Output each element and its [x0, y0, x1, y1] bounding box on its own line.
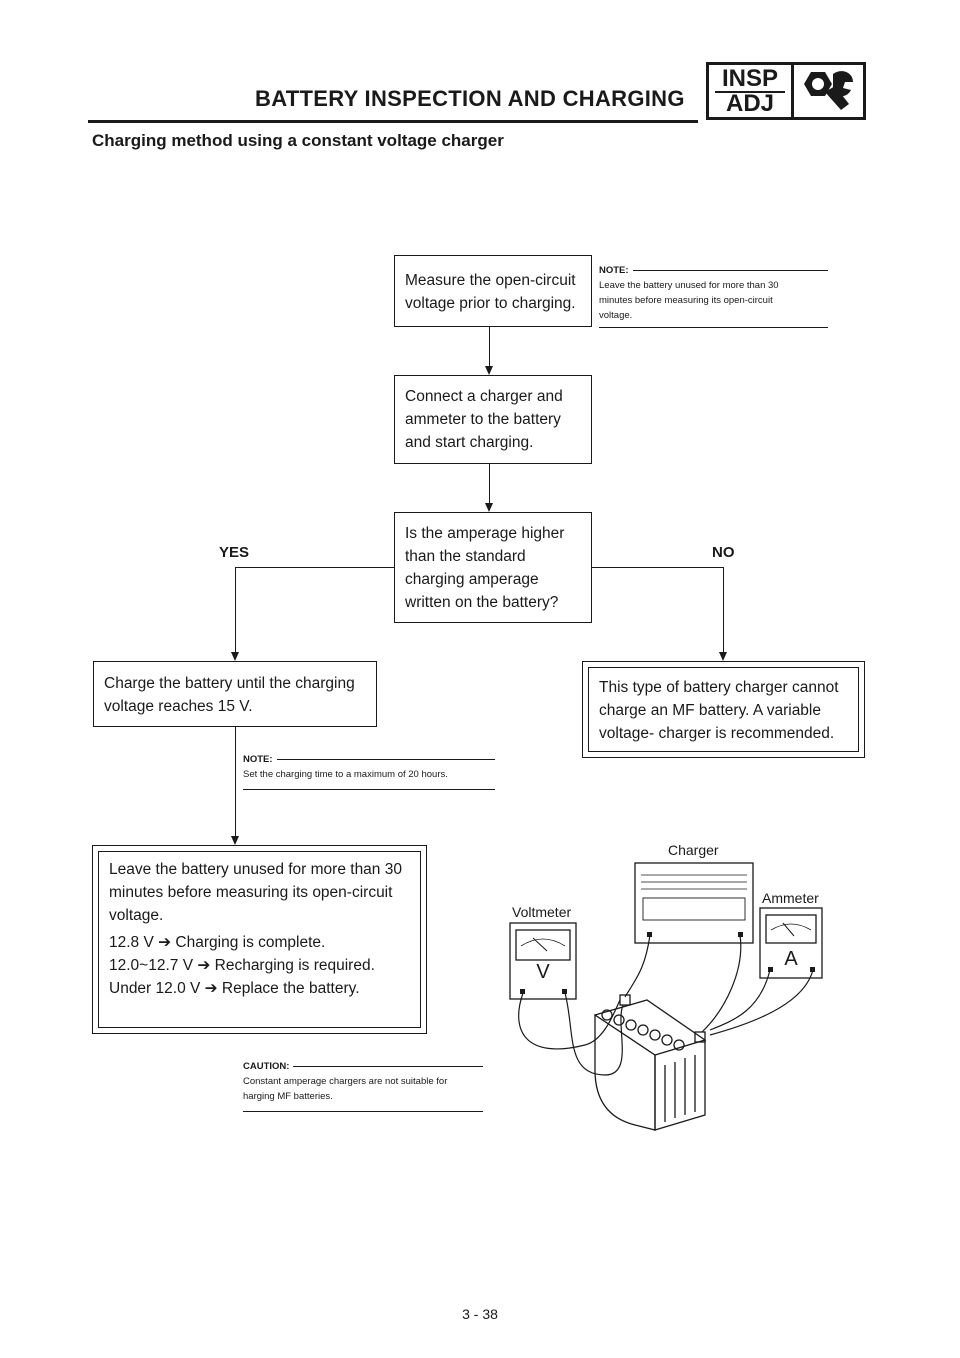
branch-line-yes — [235, 567, 236, 653]
connector-line — [489, 327, 490, 367]
note-bottom-rule — [599, 327, 828, 328]
voltmeter-symbol: V — [536, 961, 550, 983]
charger-label: Charger — [668, 842, 719, 858]
flow-step-line: and start charging. — [405, 434, 534, 451]
flow-step-final-check: Leave the battery unused for more than 3… — [92, 845, 427, 1034]
flow-step-line: Connect a charger and — [405, 388, 563, 405]
flow-step-line: charging amperage — [405, 571, 539, 588]
note-charging-time: NOTE: Set the charging time to a maximum… — [243, 752, 495, 792]
badge-adj: ADJ — [725, 90, 774, 117]
result-line: 12.8 V ➔ Charging is complete. — [109, 934, 326, 951]
page-number: 3 - 38 — [462, 1306, 498, 1322]
ammeter-icon — [759, 907, 823, 979]
section-badge: INSP ADJ — [706, 62, 866, 120]
caution-line: harging MF batteries. — [243, 1091, 333, 1102]
caution-top-rule — [243, 1066, 483, 1067]
arrow-down-icon — [485, 503, 493, 512]
branch-line-yes — [235, 567, 394, 568]
flow-step-line: ammeter to the battery — [405, 411, 561, 428]
note-line: minutes before measuring its open-circui… — [599, 295, 773, 306]
note-bottom-rule — [243, 789, 495, 790]
box-inner: Leave the battery unused for more than 3… — [98, 851, 421, 1028]
connector-line — [235, 727, 236, 837]
flow-step-line: voltage. — [109, 907, 164, 924]
branch-line-no — [723, 567, 724, 653]
arrow-down-icon — [719, 652, 727, 661]
caution-bottom-rule — [243, 1111, 483, 1112]
header-rule — [88, 120, 698, 123]
branch-line-no — [592, 567, 724, 568]
note-line: Set the charging time to a maximum of 20… — [243, 769, 448, 780]
charger-icon — [634, 862, 754, 944]
arrow-down-icon — [485, 366, 493, 375]
flow-step-measure: Measure the open-circuit voltage prior t… — [394, 255, 592, 327]
box-inner: This type of battery charger cannot char… — [588, 667, 859, 752]
flow-decision-amperage: Is the amperage higher than the standard… — [394, 512, 592, 623]
flow-step-line: minutes before measuring its open-circui… — [109, 884, 393, 901]
flow-step-line: voltage reaches 15 V. — [104, 698, 253, 715]
arrow-down-icon — [231, 836, 239, 845]
flow-step-line: charge an MF battery. A variable — [599, 702, 821, 719]
note-top-rule — [243, 759, 495, 760]
page-header-title: BATTERY INSPECTION AND CHARGING — [255, 86, 685, 111]
caution-line: Constant amperage chargers are not suita… — [243, 1076, 448, 1087]
no-label: NO — [712, 544, 735, 561]
flow-step-line: written on the battery? — [405, 594, 559, 611]
flow-step-line: Leave the battery unused for more than 3… — [109, 861, 402, 878]
note-line: voltage. — [599, 310, 633, 321]
section-subtitle: Charging method using a constant voltage… — [92, 131, 504, 150]
badge-text-area: INSP ADJ — [709, 65, 794, 117]
arrow-down-icon — [231, 652, 239, 661]
caution-note: CAUTION: Constant amperage chargers are … — [243, 1059, 483, 1115]
connector-line — [489, 464, 490, 504]
flow-step-line: voltage- charger is recommended. — [599, 725, 835, 742]
ammeter-symbol: A — [784, 948, 798, 970]
badge-divider — [715, 91, 785, 93]
flow-step-line: This type of battery charger cannot — [599, 679, 839, 696]
flow-step-line: Charge the battery until the charging — [104, 675, 355, 692]
result-line: Under 12.0 V ➔ Replace the battery. — [109, 980, 360, 997]
note-heading: NOTE: — [243, 752, 277, 767]
flow-step-connect: Connect a charger and ammeter to the bat… — [394, 375, 592, 464]
note-top-rule — [599, 270, 828, 271]
result-line: 12.0~12.7 V ➔ Recharging is required. — [109, 957, 375, 974]
wrench-nut-icon — [804, 71, 853, 110]
note-heading: NOTE: — [599, 263, 633, 278]
flow-step-not-suitable: This type of battery charger cannot char… — [582, 661, 865, 758]
ammeter-label: Ammeter — [762, 890, 819, 906]
caution-heading: CAUTION: — [243, 1059, 294, 1074]
note-open-circuit: NOTE: Leave the battery unused for more … — [599, 263, 828, 329]
flow-step-line: Measure the open-circuit — [405, 272, 576, 289]
voltmeter-icon — [509, 922, 577, 1000]
flow-step-charge-15v: Charge the battery until the charging vo… — [93, 661, 377, 727]
yes-label: YES — [219, 544, 250, 561]
voltmeter-label: Voltmeter — [512, 904, 572, 920]
battery-charging-illustration: V A — [509, 862, 823, 1131]
note-line: Leave the battery unused for more than 3… — [599, 280, 779, 291]
flow-step-line: than the standard — [405, 548, 526, 565]
flow-step-line: Is the amperage higher — [405, 525, 565, 542]
flow-step-line: voltage prior to charging. — [405, 295, 576, 312]
battery-icon — [593, 994, 707, 1131]
badge-insp: INSP — [721, 65, 778, 92]
